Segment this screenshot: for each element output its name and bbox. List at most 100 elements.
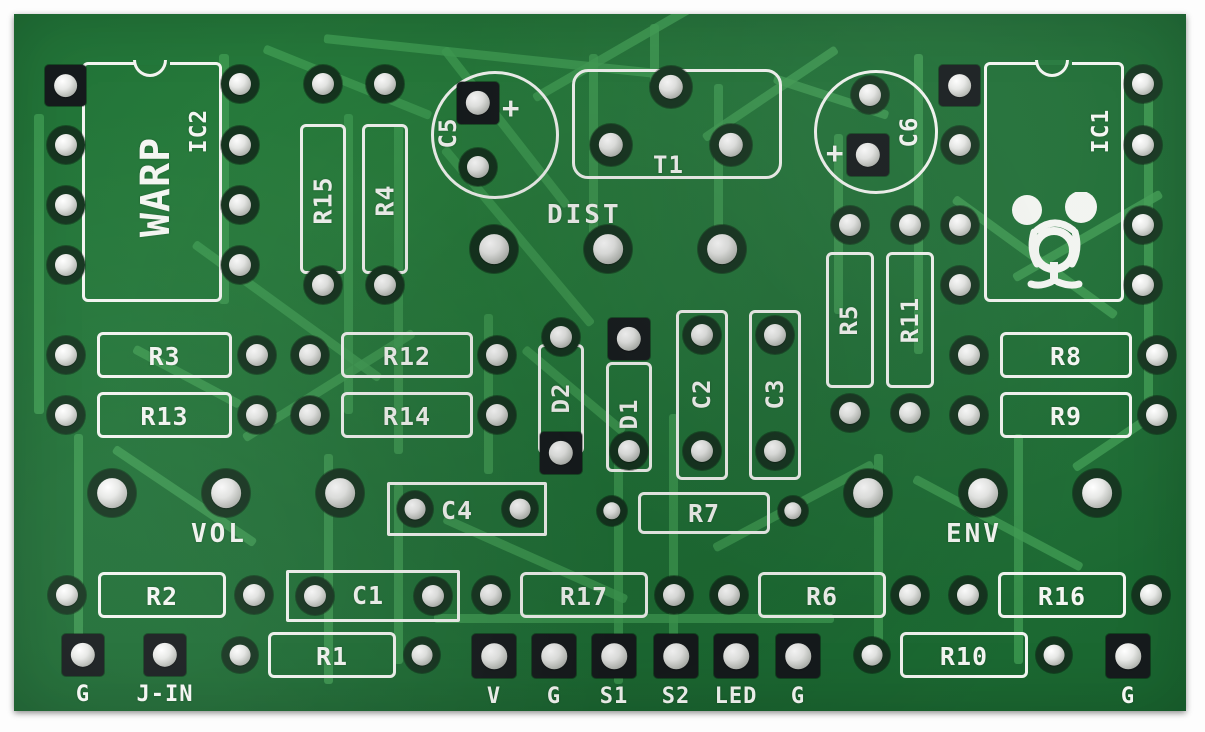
r9-outline: [1000, 392, 1132, 438]
d2-ref-label: D2: [547, 382, 575, 414]
r15-ref-label: R15: [308, 176, 338, 225]
c2-outline: [676, 310, 728, 480]
c4-ref-label: C4: [441, 496, 474, 525]
r7-ref-label: R7: [687, 499, 721, 528]
r14-outline: [341, 392, 473, 438]
ic2-pad-1: [45, 65, 86, 106]
r17-pad-left: [472, 576, 510, 614]
header-pad-s2: [654, 634, 698, 678]
r4-ref-label: R4: [370, 184, 400, 217]
trace: [324, 454, 333, 684]
r12-pad-right: [478, 336, 516, 374]
c6-pad-plus: [847, 134, 889, 176]
pcb-board: WARP IC2 IC1: [14, 14, 1186, 711]
header-pad-s1: [592, 634, 636, 678]
ic2-pad-6: [221, 186, 259, 224]
d2-pad-top: [542, 318, 580, 356]
c6-plus-mark: +: [826, 136, 845, 170]
header-label-s1: S1: [599, 684, 629, 709]
ic1-pad-5: [1124, 266, 1162, 304]
r15-pad-top: [304, 65, 342, 103]
ic2-pad-4: [47, 246, 85, 284]
ic2-warp-text: WARP: [133, 136, 179, 238]
dist-pot-pad-2: [584, 225, 632, 273]
header-label-g-4: G: [1120, 684, 1136, 709]
trace: [394, 484, 403, 664]
r17-pad-right: [655, 576, 693, 614]
trace: [650, 24, 659, 84]
c1-outline: [286, 570, 460, 622]
r6-ref-label: R6: [805, 582, 839, 611]
r17-outline: [520, 572, 648, 618]
r9-ref-label: R9: [1049, 402, 1083, 431]
r17-ref-label: R17: [559, 582, 609, 611]
trace: [262, 44, 433, 121]
r12-pad-left: [291, 336, 329, 374]
c5-ref-label: C5: [434, 117, 462, 149]
r3-outline: [97, 332, 232, 378]
dist-pot-pad-1: [470, 225, 518, 273]
trace: [74, 434, 83, 664]
r2-outline: [98, 572, 226, 618]
r14-pad-left: [291, 396, 329, 434]
t1-pad-left: [590, 124, 632, 166]
r8-outline: [1000, 332, 1132, 378]
c3-pad-bottom: [756, 432, 794, 470]
header-label-led: LED: [714, 684, 758, 709]
r11-pad-top: [891, 206, 929, 244]
r13-pad-right: [238, 396, 276, 434]
r6-outline: [758, 572, 886, 618]
mouse-logo-icon: [1012, 192, 1097, 289]
r9-pad-left: [950, 396, 988, 434]
trace: [1014, 434, 1023, 664]
r7-pad-left: [597, 496, 627, 526]
header-label-g-1: G: [75, 682, 91, 707]
c6-ref-label: C6: [895, 116, 923, 148]
ic1-pad-3: [941, 206, 979, 244]
c2-pad-top: [683, 316, 721, 354]
trace: [874, 454, 883, 654]
header-label-j-in: J-IN: [136, 682, 194, 707]
c2-pad-bottom: [683, 432, 721, 470]
r1-ref-label: R1: [315, 642, 349, 671]
c5-plus-mark: +: [502, 91, 521, 125]
c3-pad-top: [756, 316, 794, 354]
r16-ref-label: R16: [1037, 582, 1087, 611]
r13-outline: [97, 392, 232, 438]
r14-ref-label: R14: [382, 402, 432, 431]
r11-outline: [886, 252, 934, 388]
r16-pad-left: [949, 576, 987, 614]
trace: [714, 84, 723, 254]
r10-pad-right: [1036, 637, 1072, 673]
r8-pad-right: [1138, 336, 1176, 374]
trace: [914, 54, 923, 354]
vol-pot-pad-2: [202, 469, 250, 517]
r7-pad-right: [778, 496, 808, 526]
r2-pad-left: [48, 576, 86, 614]
header-pad-g-4: [1106, 634, 1150, 678]
r5-ref-label: R5: [835, 304, 863, 336]
trace: [484, 314, 493, 474]
header-label-s2: S2: [661, 684, 691, 709]
ic2-pad-8: [221, 65, 259, 103]
c5-pad-plus: [457, 82, 499, 124]
r7-outline: [638, 492, 770, 534]
r1-pad-right: [404, 637, 440, 673]
d2-pad-bottom: [540, 432, 582, 474]
r10-outline: [900, 632, 1028, 678]
r2-ref-label: R2: [145, 582, 179, 611]
c4-pad-right: [502, 491, 538, 527]
t1-pad-center: [650, 66, 692, 108]
trace: [669, 414, 678, 674]
r5-pad-bottom: [831, 394, 869, 432]
t1-ref-label: T1: [653, 151, 684, 179]
r5-outline: [826, 252, 874, 388]
ic1-ref-label: IC1: [1088, 108, 1114, 154]
ic1-pad-6: [1124, 206, 1162, 244]
header-pad-led: [714, 634, 758, 678]
ic2-ref-label: IC2: [186, 108, 212, 154]
ic1-pad-8: [1124, 65, 1162, 103]
ic2-pad-2: [47, 126, 85, 164]
header-pad-v: [472, 634, 516, 678]
